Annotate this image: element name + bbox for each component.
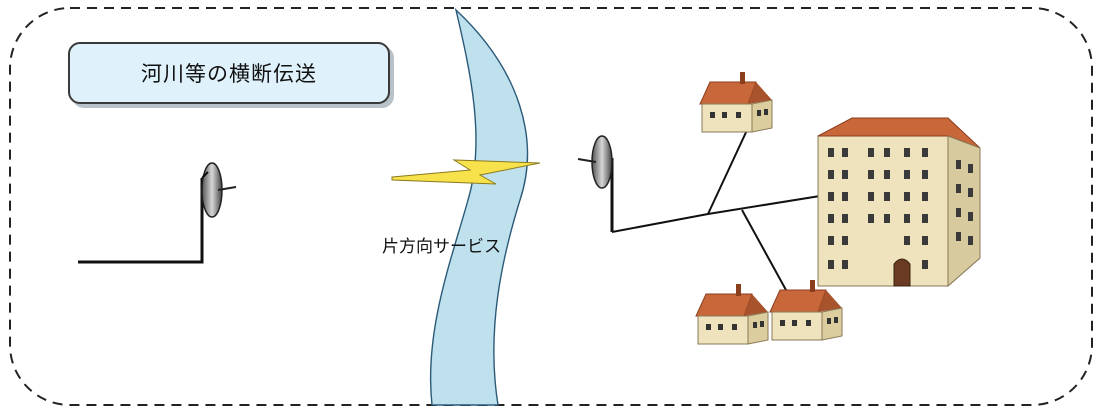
dish-antenna-icon <box>201 162 237 218</box>
river <box>429 7 529 406</box>
page-title: 河川等の横断伝送 <box>141 62 317 86</box>
dish-antenna-icon <box>577 135 613 189</box>
house-icon <box>769 279 843 341</box>
lightning-icon <box>391 159 541 185</box>
dashed-frame <box>9 7 1093 406</box>
house-icon <box>695 283 769 345</box>
apartment-building-icon <box>817 117 981 288</box>
service-label: 片方向サービス <box>382 237 501 257</box>
house-icon <box>699 71 773 133</box>
title-box: 河川等の横断伝送 <box>68 42 390 104</box>
left-antenna <box>78 162 237 264</box>
distribution-lines <box>611 127 821 291</box>
right-antenna <box>577 135 614 232</box>
